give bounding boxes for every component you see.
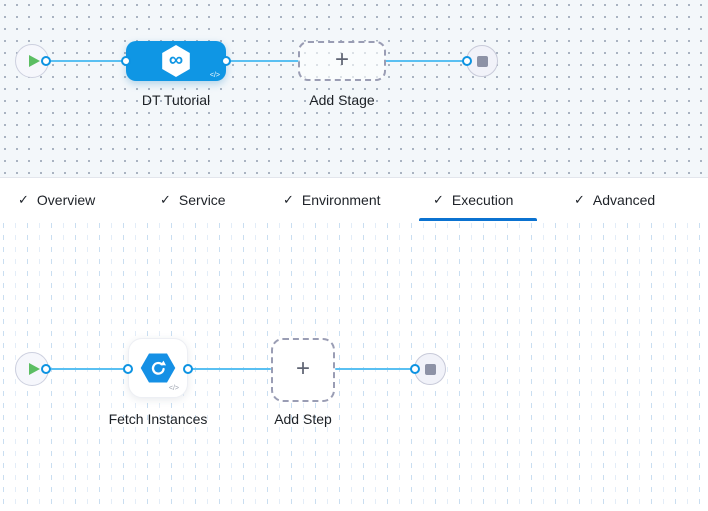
stage-config-tab-bar: ✓ Overview ✓ Service ✓ Environment ✓ Exe… (0, 177, 708, 221)
add-stage-label: Add Stage (309, 92, 375, 108)
harness-hexagon-icon: ∞ (162, 45, 190, 77)
stage-graph-canvas[interactable]: ∞ </> + DT Tutorial Add Stage (0, 0, 708, 177)
active-tab-underline (419, 218, 537, 221)
circular-arrow-icon (151, 360, 166, 375)
check-icon: ✓ (18, 192, 29, 207)
check-icon: ✓ (574, 192, 585, 207)
connector-line (46, 60, 128, 62)
tab-label: Service (178, 191, 226, 208)
tab-service[interactable]: ✓ Service (160, 178, 226, 221)
execution-graph-canvas[interactable]: </> + Fetch Instances Add Step (0, 221, 708, 511)
stage-node-label: DT Tutorial (141, 92, 211, 108)
connector-port[interactable] (410, 364, 420, 374)
connector-port[interactable] (221, 56, 231, 66)
connector-port[interactable] (41, 56, 51, 66)
connector-line (226, 60, 300, 62)
add-step-button[interactable]: + (271, 338, 335, 402)
tab-label: Execution (451, 191, 514, 208)
fetch-instances-hexagon-icon (140, 353, 176, 383)
code-icon: </> (209, 72, 220, 79)
connector-port[interactable] (41, 364, 51, 374)
play-icon (28, 363, 40, 375)
tab-label: Overview (36, 191, 96, 208)
connector-port[interactable] (183, 364, 193, 374)
plus-icon: + (334, 46, 349, 73)
infinity-icon: ∞ (168, 49, 184, 71)
add-stage-button[interactable]: + (298, 41, 386, 81)
stop-icon (476, 55, 488, 67)
play-icon (28, 55, 40, 67)
connector-line (335, 368, 416, 370)
tab-label: Advanced (592, 191, 656, 208)
check-icon: ✓ (283, 192, 294, 207)
connector-line (188, 368, 271, 370)
tab-environment[interactable]: ✓ Environment (283, 178, 381, 221)
check-icon: ✓ (160, 192, 171, 207)
stage-node-dt-tutorial[interactable]: ∞ </> (126, 41, 226, 81)
add-step-label: Add Step (274, 411, 332, 427)
check-icon: ✓ (433, 192, 444, 207)
connector-port[interactable] (123, 364, 133, 374)
tab-overview[interactable]: ✓ Overview (18, 178, 95, 221)
connector-port[interactable] (462, 56, 472, 66)
connector-line (46, 368, 128, 370)
tab-label: Environment (301, 191, 381, 208)
plus-icon: + (295, 355, 310, 382)
tab-execution[interactable]: ✓ Execution (433, 178, 513, 221)
connector-line (385, 60, 467, 62)
code-icon: </> (168, 385, 179, 392)
step-node-fetch-instances[interactable]: </> (128, 338, 188, 398)
connector-port[interactable] (121, 56, 131, 66)
stop-icon (424, 363, 436, 375)
tab-advanced[interactable]: ✓ Advanced (574, 178, 655, 221)
step-node-label: Fetch Instances (108, 411, 208, 427)
